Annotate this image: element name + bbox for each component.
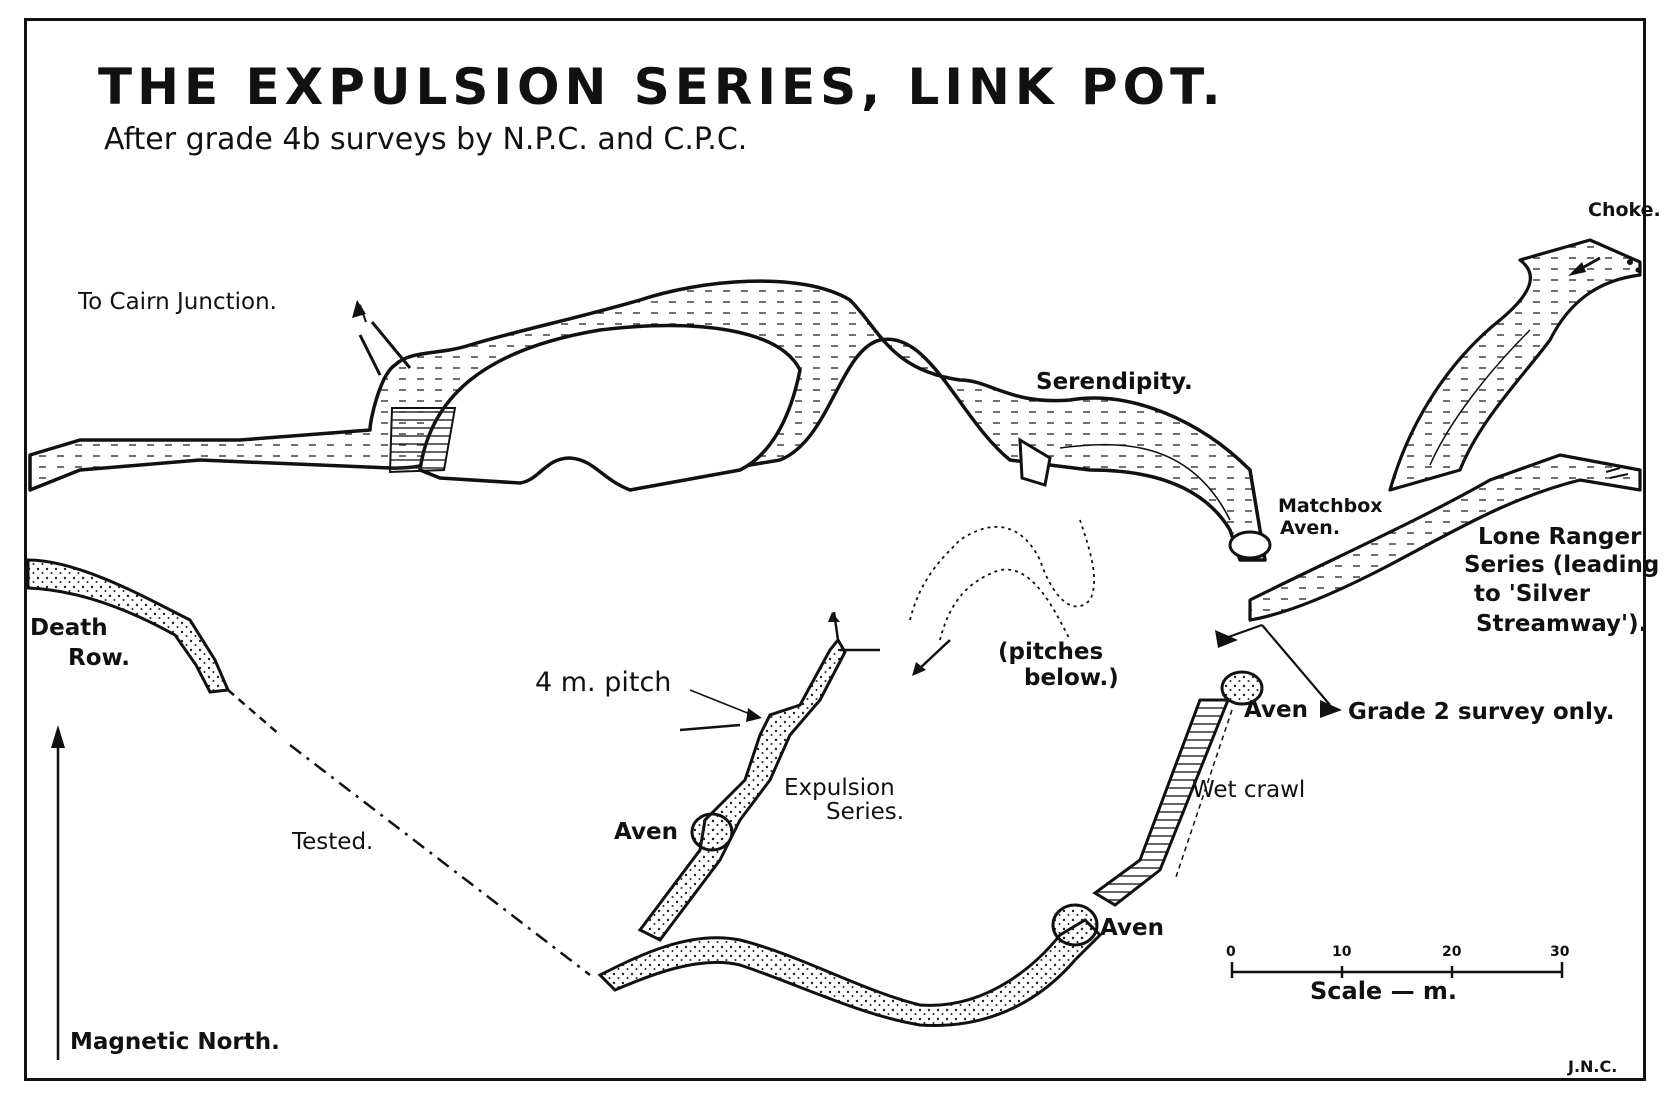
- north-arrow: [51, 725, 65, 1060]
- scale-tick-30: 30: [1550, 944, 1570, 960]
- main-passage: [28, 279, 1267, 562]
- label-lone-ranger-3: to 'Silver: [1474, 581, 1591, 607]
- label-magnetic-north: Magnetic North.: [70, 1029, 280, 1055]
- map-subtitle: After grade 4b surveys by N.P.C. and C.P…: [104, 122, 748, 157]
- label-death-row-1: Death: [30, 615, 108, 641]
- label-lone-ranger-4: Streamway').: [1476, 611, 1648, 637]
- grade2-flag: [1215, 623, 1342, 718]
- label-serendipity: Serendipity.: [1036, 369, 1193, 395]
- label-lone-ranger-2: Series (leading: [1464, 552, 1660, 578]
- label-aven-bottom: Aven: [1100, 915, 1164, 941]
- scale-tick-20: 20: [1442, 944, 1462, 960]
- death-row-passage: [26, 558, 591, 976]
- pitches-outline: [909, 519, 1096, 676]
- label-lone-ranger-1: Lone Ranger: [1478, 524, 1642, 550]
- scale-bar: [1230, 962, 1564, 978]
- label-death-row-2: Row.: [68, 645, 131, 671]
- label-aven-right: Aven: [1244, 697, 1308, 723]
- label-4m-pitch: 4 m. pitch: [535, 667, 672, 698]
- label-initials: J.N.C.: [1568, 1057, 1618, 1076]
- label-expulsion-1: Expulsion: [784, 775, 895, 801]
- label-cairn-junction: To Cairn Junction.: [78, 289, 277, 315]
- map-frame: [24, 18, 1646, 1081]
- scale-label: Scale — m.: [1310, 977, 1458, 1005]
- expulsion-loop: [597, 611, 1264, 1027]
- map-title: THE EXPULSION SERIES, LINK POT.: [98, 58, 1226, 116]
- scale-tick-0: 0: [1226, 944, 1236, 960]
- label-aven-left: Aven: [614, 819, 678, 845]
- label-wet-crawl: Wet crawl: [1192, 777, 1306, 803]
- label-matchbox-1: Matchbox: [1278, 495, 1383, 517]
- label-matchbox-2: Aven.: [1280, 517, 1341, 539]
- label-pitches-2: below.): [1024, 665, 1119, 691]
- serendipity-passage: [1018, 437, 1272, 560]
- lone-ranger-passage: [1248, 238, 1642, 622]
- label-pitches-1: (pitches: [998, 639, 1104, 665]
- label-tested: Tested.: [292, 829, 374, 855]
- label-expulsion-2: Series.: [826, 799, 905, 825]
- scale-tick-10: 10: [1332, 944, 1352, 960]
- label-choke: Choke.: [1588, 199, 1661, 221]
- label-grade2: Grade 2 survey only.: [1348, 699, 1615, 725]
